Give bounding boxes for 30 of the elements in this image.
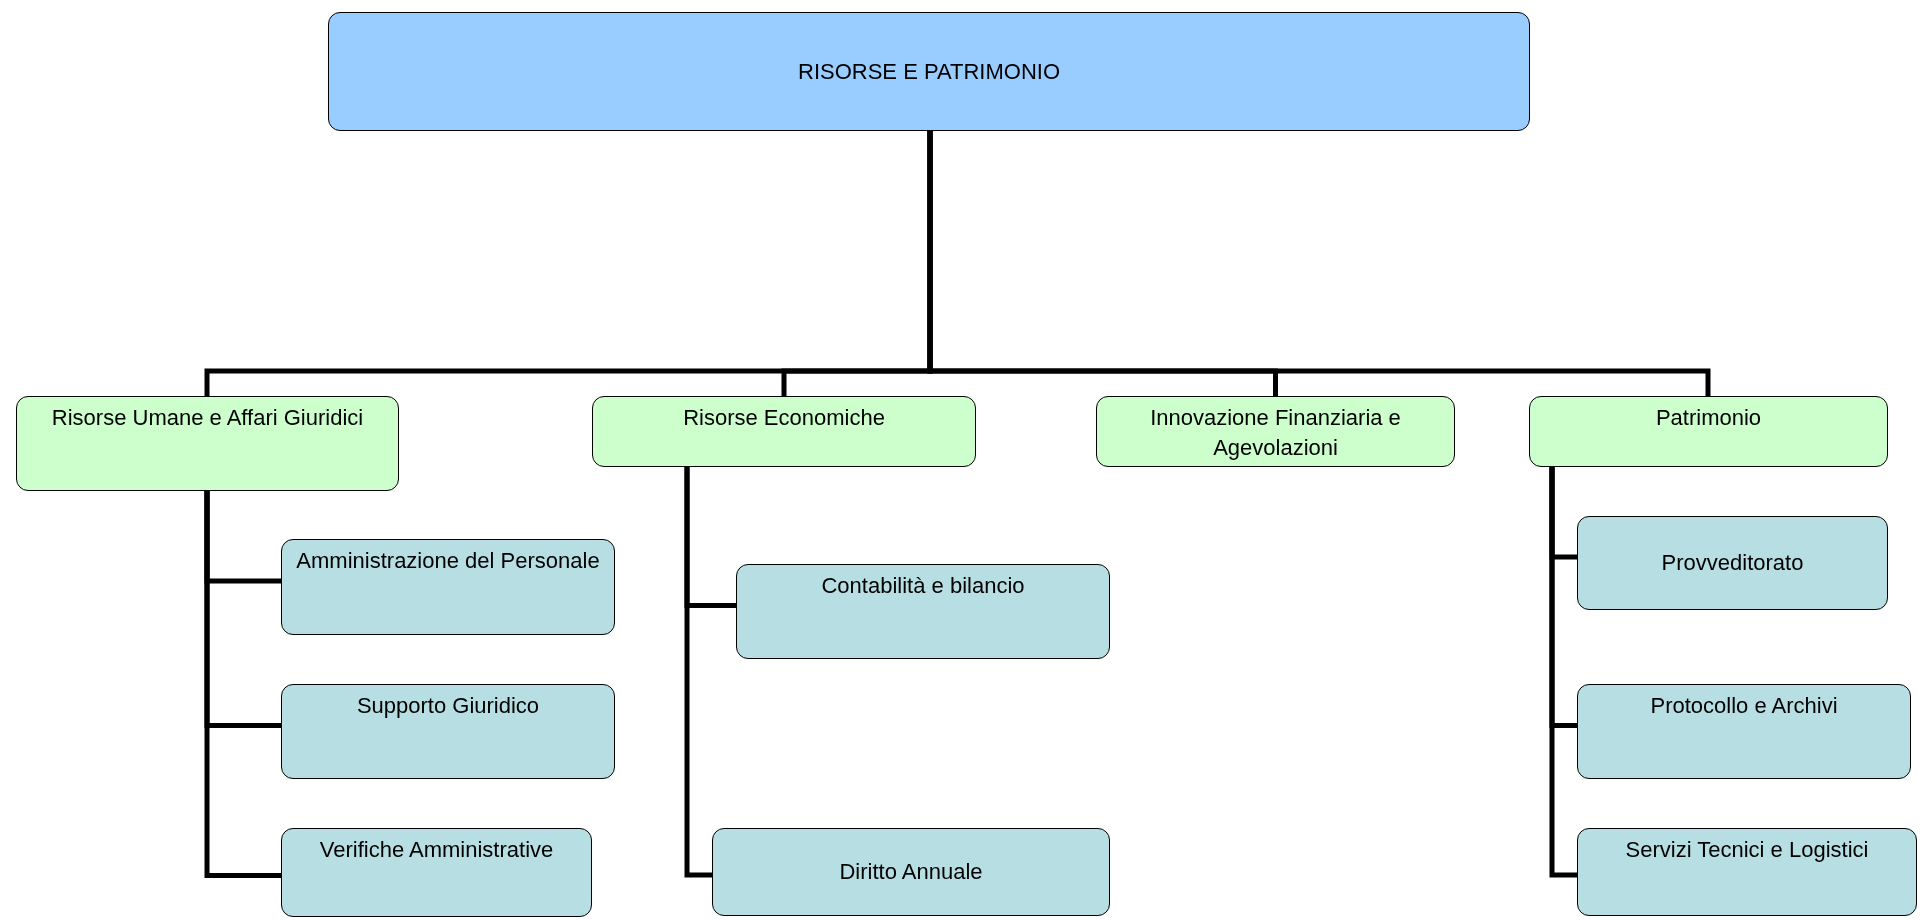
connector-line xyxy=(1549,467,1577,878)
main-box xyxy=(328,12,1530,131)
office-box xyxy=(281,539,615,635)
department-box xyxy=(592,396,976,467)
node-label: RISORSE E PATRIMONIO xyxy=(798,57,1060,86)
department-box xyxy=(16,396,399,491)
node-label: Patrimonio xyxy=(1655,404,1762,432)
node-label: Servizi Tecnici e Logistici xyxy=(1625,836,1869,864)
connector-line xyxy=(204,491,281,878)
node-label: Provveditorato xyxy=(1661,549,1804,578)
node-label: Risorse Economiche xyxy=(683,404,885,432)
department-box xyxy=(1096,396,1455,467)
node-label: Verifiche Amministrative xyxy=(319,836,554,864)
department-box xyxy=(1529,396,1888,467)
connector-line xyxy=(927,131,1711,396)
connector-line xyxy=(684,467,712,878)
node-label: Diritto Annuale xyxy=(839,858,983,887)
node-label: Contabilità e bilancio xyxy=(821,572,1025,600)
office-box xyxy=(281,828,592,917)
node-label: Risorse Umane e Affari Giuridici xyxy=(51,404,364,432)
node-label: Amministrazione del Personale xyxy=(296,547,600,575)
node-label: Supporto Giuridico xyxy=(356,692,540,720)
office-box xyxy=(1577,828,1917,916)
office-box xyxy=(1577,516,1888,610)
office-box xyxy=(281,684,615,779)
node-label: Innovazione Finanziaria e Agevolazioni xyxy=(1149,404,1402,462)
node-label: Protocollo e Archivi xyxy=(1650,692,1838,720)
office-box xyxy=(736,564,1110,659)
office-box xyxy=(712,828,1110,916)
office-box xyxy=(1577,684,1911,779)
